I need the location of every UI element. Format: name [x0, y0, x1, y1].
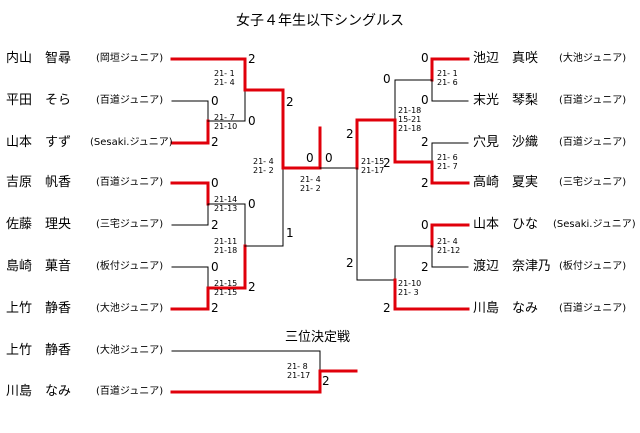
set-score: 2 — [421, 260, 429, 274]
player-name: 上竹 静香 — [6, 343, 72, 358]
set-score: 2 — [211, 135, 219, 149]
set-score: 0 — [211, 260, 219, 274]
game-score: 21-14 21-13 — [214, 195, 238, 213]
player-name: 上竹 静香 — [6, 301, 72, 316]
set-score: 2 — [383, 301, 391, 315]
player-club: (百道ジュニア) — [96, 95, 164, 106]
game-score: 21- 1 21- 4 — [214, 69, 235, 87]
player-name: 山本 すず — [6, 135, 72, 150]
player-club: (Sesaki.ジュニア) — [90, 137, 173, 148]
player-name: 池辺 真咲 — [473, 51, 539, 66]
set-score: 0 — [248, 197, 256, 211]
game-score: 21-10 21- 3 — [398, 279, 422, 297]
player-club: (Sesaki.ジュニア) — [553, 219, 636, 230]
player-name: 川島 なみ — [473, 301, 539, 316]
set-score: 0 — [421, 51, 429, 65]
player-name: 内山 智尋 — [6, 51, 72, 66]
game-score: 21-18 15-21 21-18 — [398, 106, 422, 133]
set-score: 0 — [211, 94, 219, 108]
set-score: 2 — [211, 218, 219, 232]
set-score: 0 — [421, 93, 429, 107]
set-score: 2 — [286, 95, 294, 109]
set-score: 2 — [248, 52, 256, 66]
player-club: (百道ジュニア) — [559, 95, 627, 106]
third-place-label: 三位決定戦 — [285, 330, 351, 345]
set-score: 2 — [421, 135, 429, 149]
set-score: 0 — [306, 151, 314, 165]
set-score: 1 — [286, 226, 294, 240]
game-score: 21-11 21-18 — [214, 237, 238, 255]
player-name: 山本 ひな — [473, 217, 539, 232]
game-score: 21-15 21-17 — [361, 157, 385, 175]
player-name: 渡辺 奈津乃 — [473, 259, 552, 274]
player-club: (板付ジュニア) — [559, 261, 627, 272]
game-score: 21- 4 21-12 — [437, 237, 461, 255]
player-club: (板付ジュニア) — [96, 261, 164, 272]
set-score: 2 — [322, 374, 330, 388]
page-title: 女子４年生以下シングルス — [236, 13, 404, 29]
game-score: 21- 6 21- 7 — [437, 153, 458, 171]
set-score: 0 — [325, 151, 333, 165]
player-name: 平田 そら — [6, 93, 72, 108]
player-club: (大池ジュニア) — [96, 303, 164, 314]
set-score: 0 — [383, 72, 391, 86]
player-club: (岡垣ジュニア) — [96, 53, 164, 64]
player-name: 吉原 帆香 — [6, 175, 72, 190]
player-club: (大池ジュニア) — [96, 345, 164, 356]
player-name: 川島 なみ — [6, 384, 72, 399]
player-club: (百道ジュニア) — [96, 386, 164, 397]
player-club: (三宅ジュニア) — [559, 177, 627, 188]
set-score: 0 — [211, 176, 219, 190]
player-name: 佐藤 理央 — [6, 217, 72, 232]
set-score: 2 — [421, 176, 429, 190]
set-score: 2 — [346, 256, 354, 270]
game-score: 21- 8 21-17 — [287, 362, 311, 380]
game-score: 21- 4 21- 2 — [253, 157, 274, 175]
set-score: 0 — [248, 114, 256, 128]
player-name: 穴見 沙織 — [473, 135, 539, 150]
player-club: (三宅ジュニア) — [96, 219, 164, 230]
set-score: 2 — [346, 127, 354, 141]
set-score: 0 — [421, 218, 429, 232]
player-name: 末光 琴梨 — [473, 93, 539, 108]
set-score: 2 — [383, 156, 391, 170]
game-score: 21-15 21-15 — [214, 279, 238, 297]
set-score: 2 — [211, 301, 219, 315]
player-club: (百道ジュニア) — [559, 303, 627, 314]
player-name: 島崎 菓音 — [6, 259, 72, 274]
player-club: (百道ジュニア) — [96, 177, 164, 188]
set-score: 2 — [248, 280, 256, 294]
game-score: 21- 7 21-10 — [214, 113, 238, 131]
game-score: 21- 1 21- 6 — [437, 69, 458, 87]
player-club: (百道ジュニア) — [559, 137, 627, 148]
player-club: (大池ジュニア) — [559, 53, 627, 64]
game-score: 21- 4 21- 2 — [300, 175, 321, 193]
player-name: 高崎 夏実 — [473, 175, 539, 190]
